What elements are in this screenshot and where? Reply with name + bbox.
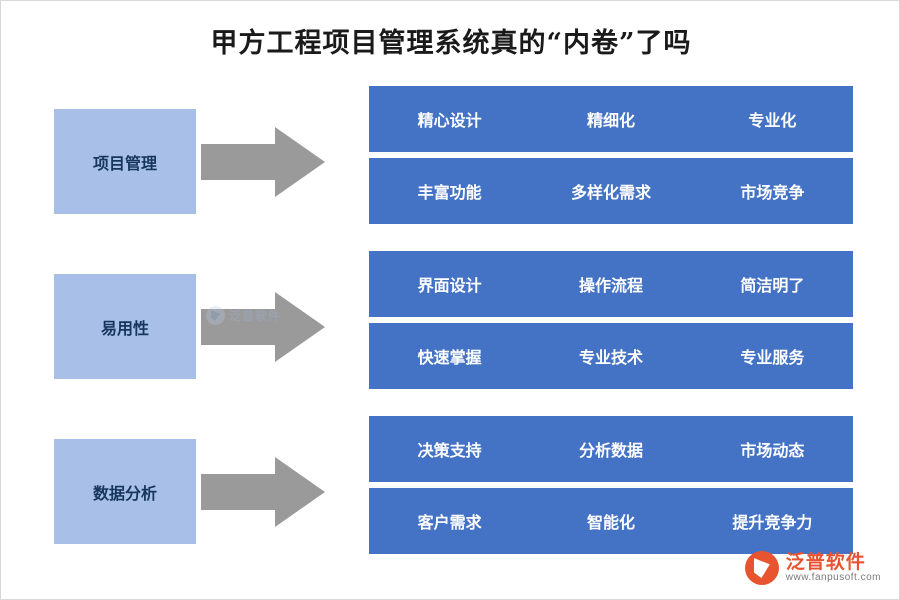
arrow-icon (201, 457, 326, 527)
bar-row: 精心设计 精细化 专业化 (369, 86, 853, 152)
diagram-row: 项目管理 精心设计 精细化 专业化 丰富功能 多样化需求 市场竞争 (1, 86, 900, 236)
arrow-icon (201, 127, 326, 197)
bar-row: 客户需求 智能化 提升竞争力 (369, 488, 853, 554)
bar-cell: 精心设计 (417, 111, 482, 130)
bar-cell: 客户需求 (417, 513, 482, 532)
arrow-icon (201, 292, 326, 362)
bar-group: 界面设计 操作流程 简洁明了 快速掌握 专业技术 专业服务 (369, 251, 853, 389)
bar-cell: 简洁明了 (740, 276, 805, 295)
page-title: 甲方工程项目管理系统真的“内卷”了吗 (210, 28, 692, 59)
diagram-row: 易用性 界面设计 操作流程 简洁明了 快速掌握 专业技术 专业服务 (1, 251, 900, 401)
bar-cell: 精细化 (586, 111, 635, 130)
category-label: 数据分析 (92, 483, 157, 503)
bar-cell: 提升竞争力 (732, 513, 813, 532)
bar-cell: 分析数据 (578, 441, 643, 460)
bar-cell: 市场竞争 (740, 183, 805, 202)
bar-cell: 市场动态 (740, 441, 805, 460)
bar-row: 决策支持 分析数据 市场动态 (369, 416, 853, 482)
bar-cell: 多样化需求 (570, 183, 651, 202)
bar-cell: 界面设计 (417, 276, 482, 295)
bar-cell: 专业技术 (578, 348, 643, 367)
category-label: 易用性 (100, 318, 149, 338)
bar-cell: 专业化 (748, 111, 797, 130)
bar-row: 界面设计 操作流程 简洁明了 (369, 251, 853, 317)
bar-row: 丰富功能 多样化需求 市场竞争 (369, 158, 853, 224)
bar-cell: 决策支持 (417, 441, 482, 460)
bar-group: 决策支持 分析数据 市场动态 客户需求 智能化 提升竞争力 (369, 416, 853, 554)
category-box-data-analysis: 数据分析 (54, 439, 196, 544)
bar-cell: 专业服务 (740, 348, 805, 367)
bar-cell: 操作流程 (578, 276, 643, 295)
bar-cell: 丰富功能 (417, 183, 482, 202)
diagram-row: 数据分析 决策支持 分析数据 市场动态 客户需求 智能化 提升竞争力 (1, 416, 900, 566)
bar-cell: 智能化 (586, 513, 635, 532)
category-box-project-management: 项目管理 (54, 109, 196, 214)
bar-cell: 快速掌握 (417, 348, 482, 367)
brand-url: www.fanpusoft.com (785, 571, 881, 583)
bar-group: 精心设计 精细化 专业化 丰富功能 多样化需求 市场竞争 (369, 86, 853, 224)
category-label: 项目管理 (92, 153, 157, 173)
category-box-usability: 易用性 (54, 274, 196, 379)
bar-row: 快速掌握 专业技术 专业服务 (369, 323, 853, 389)
